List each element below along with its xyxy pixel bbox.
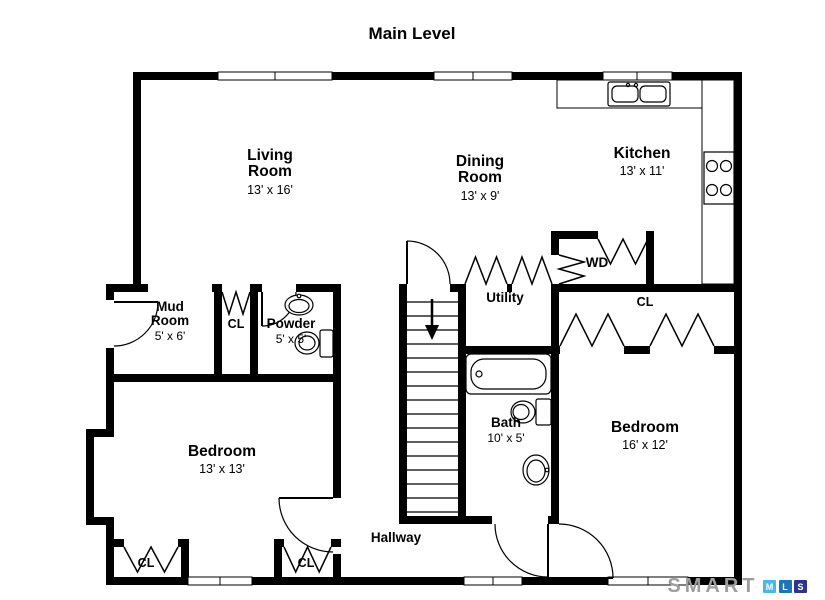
room-name: Dining Room [455, 153, 505, 187]
staircase [407, 299, 458, 513]
room-dims: 13' x 16' [247, 182, 293, 197]
bifold-doors [123, 237, 715, 574]
room-name: Bedroom [610, 419, 680, 436]
bifold-door-utility-1 [464, 254, 508, 287]
room-label-bedroom-left: Bedroom 13' x 13' [187, 443, 257, 477]
room-label-closet-bl1: CL [138, 556, 155, 570]
room-dims: 5' x 5' [275, 332, 307, 347]
logo-block-s: S [794, 580, 807, 593]
room-label-bedroom-right: Bedroom 16' x 12' [610, 419, 680, 453]
room-label-closet-bl2: CL [298, 556, 315, 570]
powder-fixtures [284, 293, 334, 358]
room-name: CL [636, 295, 654, 309]
room-name: CL [137, 556, 155, 570]
room-dims: 13' x 9' [460, 188, 500, 203]
room-name: Hallway [370, 530, 422, 545]
powder-sink-icon [284, 293, 314, 316]
powder-toilet-icon [294, 329, 334, 358]
toilet-icon [510, 398, 552, 426]
smartmls-logo: SMART M L S [667, 575, 807, 598]
door-bedroom-left [278, 497, 334, 553]
room-name: Utility [486, 290, 524, 305]
room-name: Bedroom [187, 443, 257, 460]
room-name: Living Room [247, 147, 293, 181]
bifold-door-utility-2 [511, 254, 553, 287]
room-dims: 16' x 12' [622, 438, 668, 453]
room-dims: 5' x 6' [154, 329, 186, 344]
door-stairs [406, 240, 451, 285]
windows [187, 71, 689, 586]
room-label-bath: Bath 10' x 5' [487, 415, 525, 446]
kitchen-sink-icon [607, 81, 671, 107]
logo-word: SMART [667, 575, 759, 597]
room-label-mud-room: Mud Room 5' x 6' [150, 299, 190, 344]
room-dims: 13' x 13' [199, 462, 245, 477]
room-label-kitchen: Kitchen 13' x 11' [613, 145, 671, 179]
room-name: Mud Room [150, 299, 190, 329]
room-label-utility: Utility [486, 290, 524, 305]
door-mud-entry [113, 301, 159, 347]
logo-block-l: L [778, 580, 792, 593]
room-dims: 13' x 11' [619, 164, 665, 179]
walls [86, 72, 742, 585]
bath-sink-icon [522, 454, 550, 486]
bifold-door-wd-side [556, 254, 587, 285]
room-name: CL [227, 317, 245, 331]
stove-icon [703, 151, 735, 205]
room-name: CL [297, 556, 315, 570]
logo-block-m: M [763, 580, 776, 593]
bifold-door-cl-right-2 [649, 312, 715, 348]
bath-fixtures [465, 353, 552, 486]
bifold-door-cl-bl2 [283, 545, 332, 574]
kitchen-fixtures [556, 79, 735, 285]
room-label-dining-room: Dining Room 13' x 9' [455, 153, 505, 203]
room-name: Kitchen [613, 145, 671, 162]
stairs-down-arrow-icon [425, 299, 439, 340]
bifold-door-wd-top [597, 237, 649, 266]
room-name: WD [585, 255, 609, 270]
room-label-hallway: Hallway [370, 530, 422, 545]
door-bath [494, 523, 549, 578]
room-name: Bath [491, 415, 521, 430]
plan-title: Main Level [368, 24, 456, 43]
bifold-door-cl-bl1 [123, 545, 179, 574]
bifold-door-cl-mud [221, 289, 251, 317]
room-label-living-room: Living Room 13' x 16' [247, 147, 293, 197]
bifold-door-cl-right-1 [559, 312, 625, 348]
doors [113, 240, 614, 579]
room-label-closet-mud: CL [228, 317, 245, 331]
room-name: Powder [266, 316, 316, 331]
room-label-wd: WD [585, 255, 609, 270]
room-dims: 10' x 5' [487, 431, 525, 446]
bathtub-icon [465, 353, 552, 395]
room-label-closet-right: CL [637, 295, 654, 309]
door-bedroom-right [558, 523, 614, 579]
room-label-powder: Powder 5' x 5' [266, 316, 316, 347]
counter-right [701, 79, 735, 285]
